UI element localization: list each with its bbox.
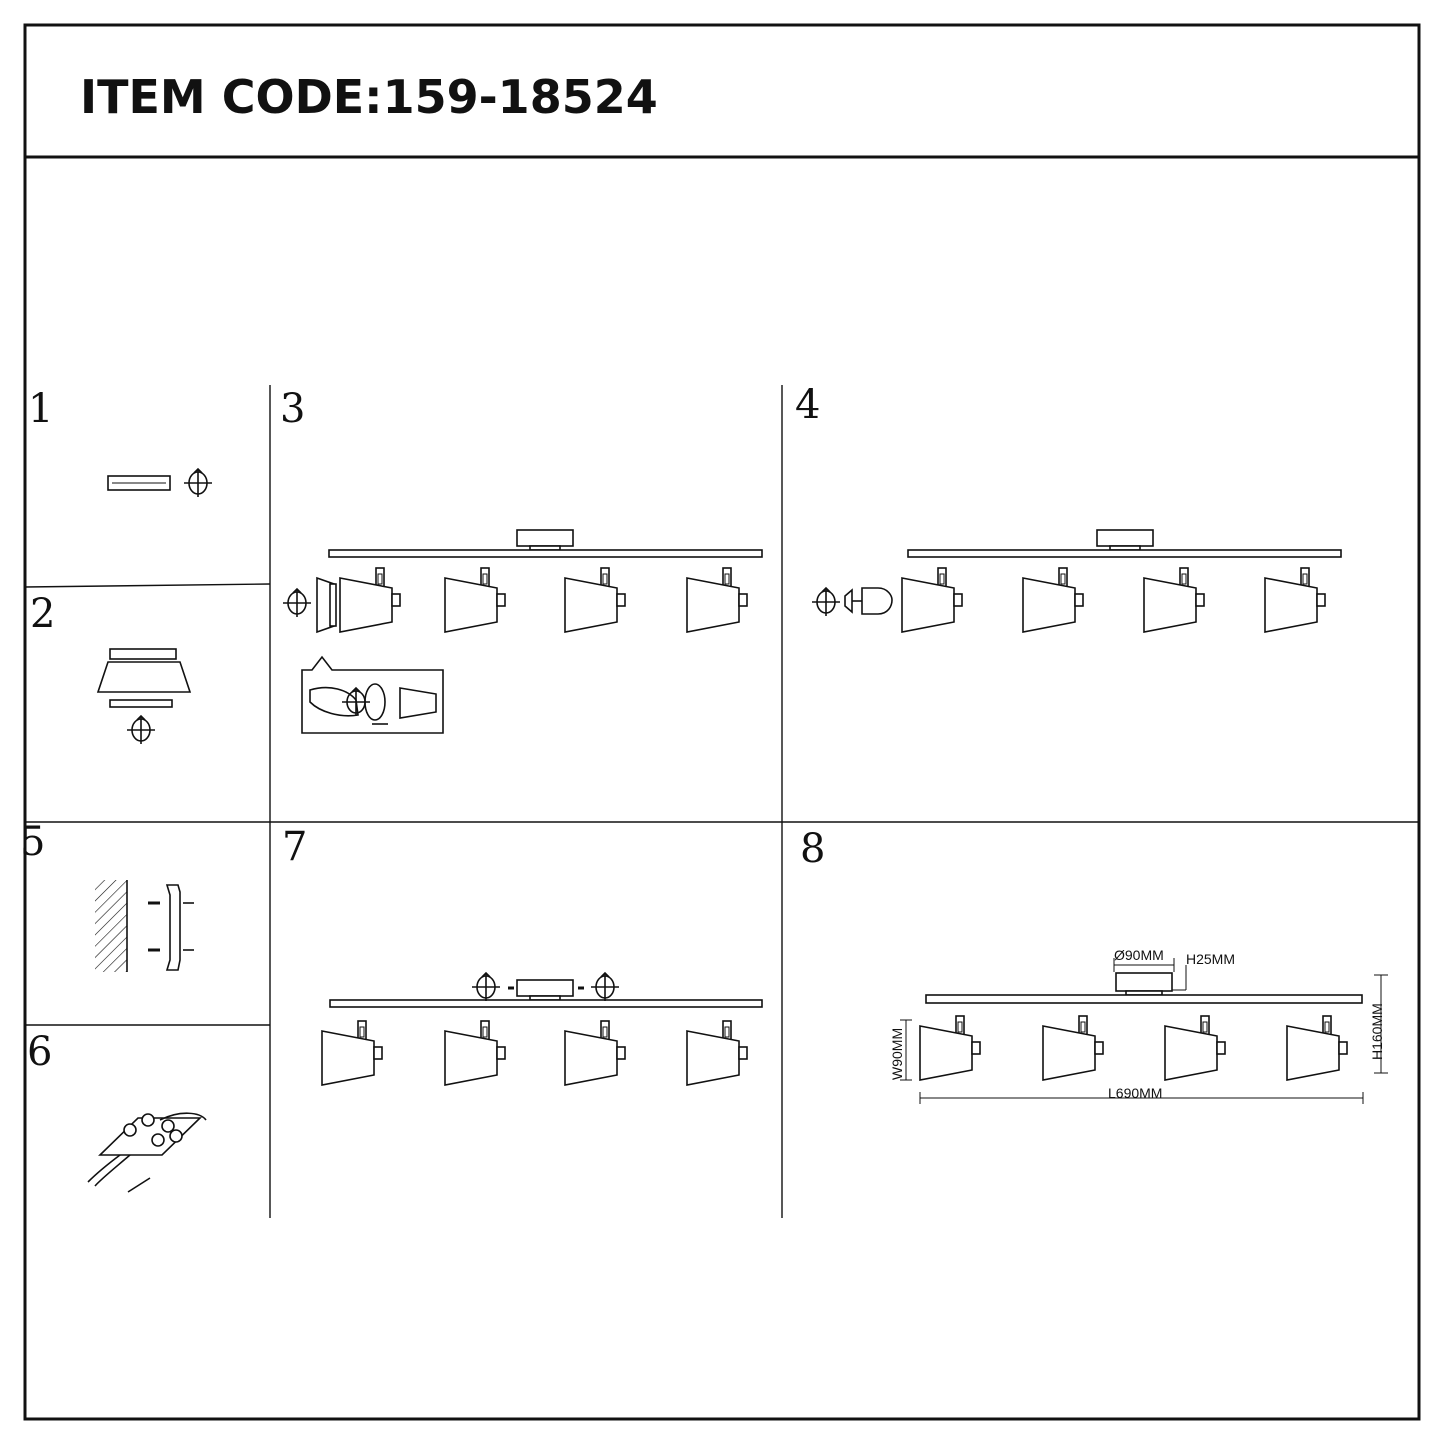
step8-dimension-illustration: Ø90MM H25MM L690MM H160MM W90MM	[889, 947, 1388, 1104]
step7-left-screw-icon	[471, 972, 501, 1002]
step3-fixture-illustration	[282, 529, 763, 734]
step2-canopy-illustration	[96, 648, 192, 745]
step-number-8: 8	[800, 826, 825, 872]
step3-rotate-icon	[282, 588, 312, 618]
step5-bracket-illustration	[95, 880, 194, 972]
dimension-canopy-height: H25MM	[1186, 951, 1235, 967]
step-number-3: 3	[280, 386, 305, 432]
step6-terminal-block-illustration	[87, 1112, 207, 1193]
step-number-6: 6	[27, 1029, 52, 1075]
dimension-total-height: H160MM	[1369, 1003, 1385, 1060]
step1-screw-turn-icon	[183, 468, 213, 498]
step2-screw-turn-icon	[126, 715, 156, 745]
step-number-2: 2	[30, 591, 55, 637]
step7-right-screw-icon	[590, 972, 620, 1002]
step1-mounting-plate-illustration	[107, 468, 213, 498]
panel-grid	[24, 385, 1419, 1218]
step4-fixture-illustration	[811, 529, 1342, 633]
step-number-1: 1	[28, 386, 53, 432]
step7-fixture-illustration	[321, 972, 763, 1086]
dimension-width: W90MM	[889, 1028, 905, 1080]
dimension-length: L690MM	[1108, 1085, 1162, 1101]
step-number-5: 5	[20, 819, 45, 865]
step4-rotate-icon	[811, 587, 841, 617]
dimension-diameter: Ø90MM	[1114, 947, 1164, 963]
item-code-title: ITEM CODE:159-18524	[80, 70, 658, 124]
page-frame	[23, 23, 1421, 1421]
step-number-4: 4	[795, 382, 820, 428]
step-number-7: 7	[282, 824, 307, 870]
